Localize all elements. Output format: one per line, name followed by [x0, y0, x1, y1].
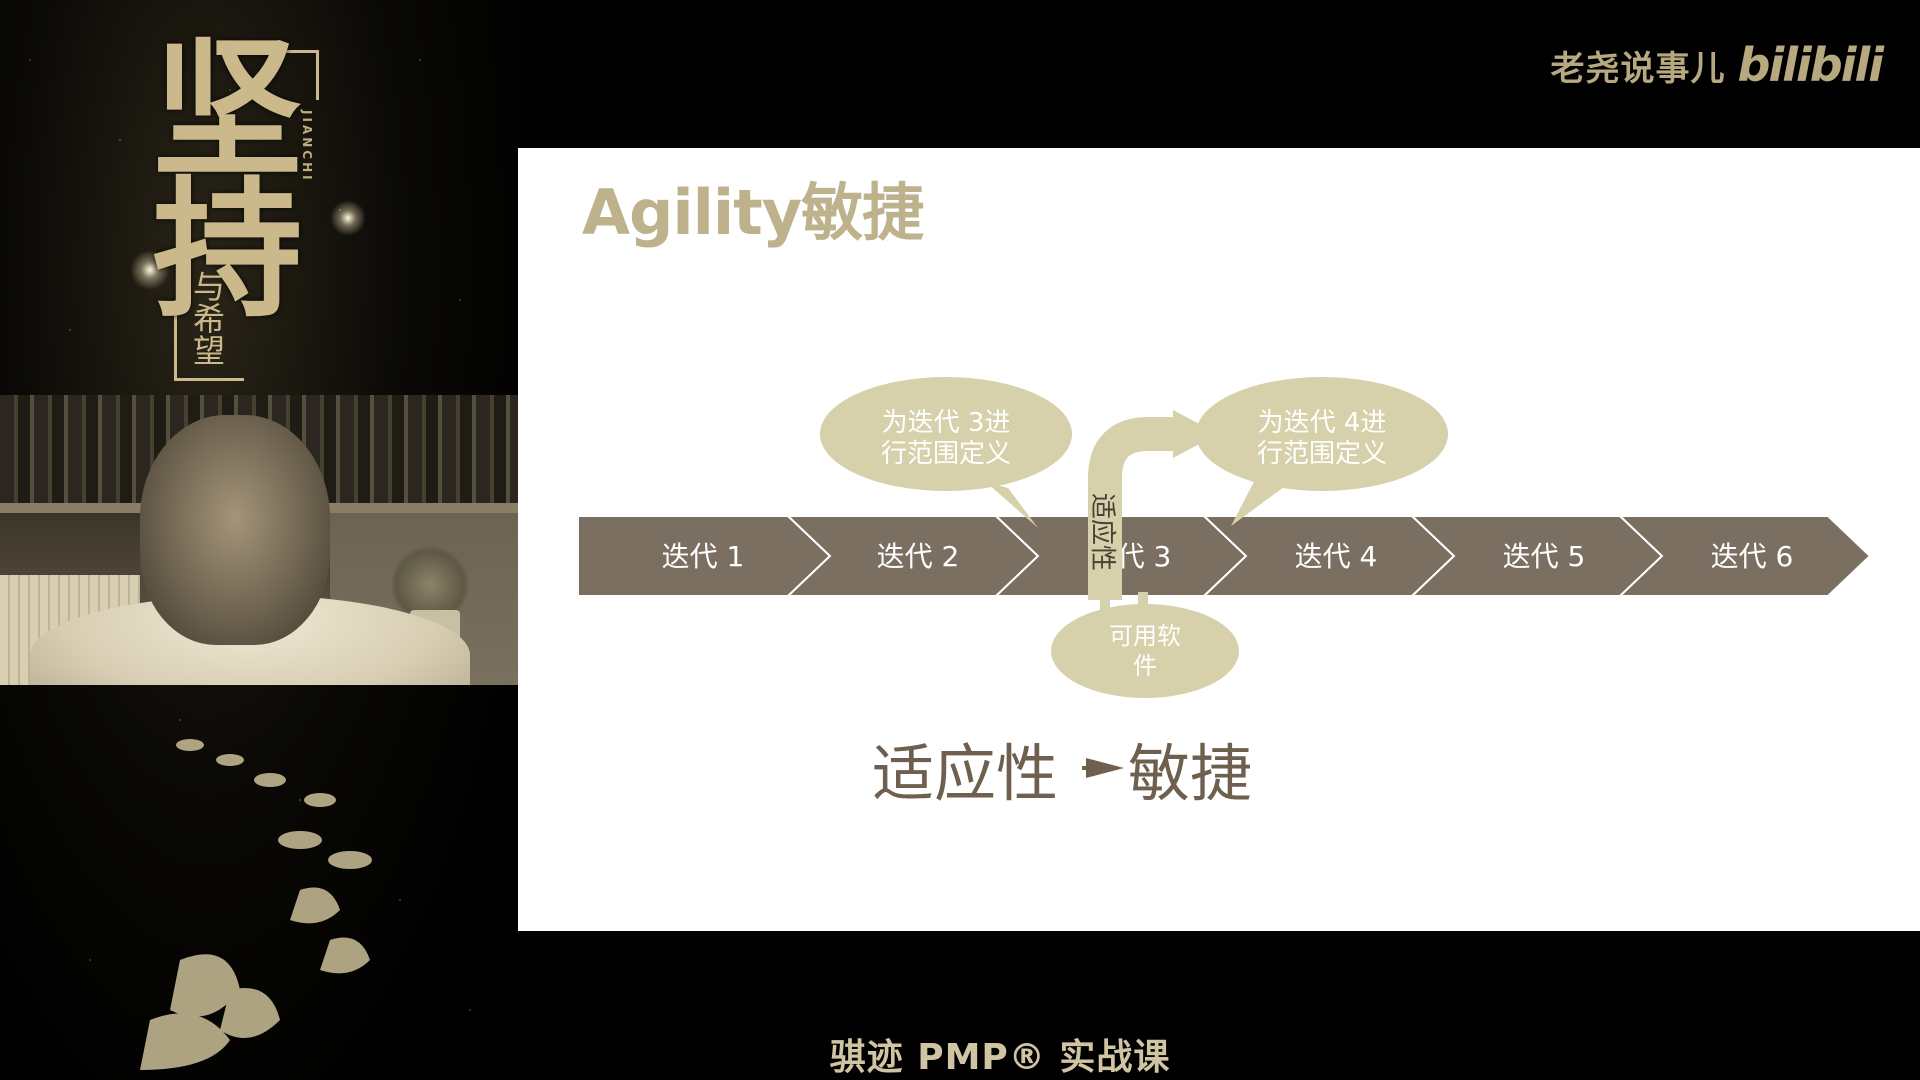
channel-watermark: 老尧说事儿 bilibili [1550, 38, 1884, 92]
iteration-diagram: 迭代 1 迭代 2 迭代 3 迭代 4 迭代 5 迭代 6 适应性 为迭代 3进… [577, 377, 1872, 698]
callout-line: 为迭代 3进 [882, 408, 1011, 438]
poster-title: 坚持 [127, 30, 303, 310]
star-glow [330, 200, 366, 236]
course-title: 骐迹 PMP® 实战课 [829, 1037, 1171, 1078]
iteration-chevron [1617, 515, 1872, 597]
iteration-label: 迭代 4 [1295, 540, 1378, 573]
iteration-chevrons [577, 515, 1872, 597]
presentation-slide: Agility敏捷 迭代 1 迭代 2 迭代 3 迭代 4 迭代 5 迭代 6 [518, 148, 1920, 931]
iteration-label: 迭代 6 [1711, 540, 1794, 573]
callout-iteration-3: 为迭代 3进 行范围定义 [820, 377, 1072, 528]
iteration-label: 迭代 2 [877, 540, 960, 573]
iteration-label: 迭代 5 [1503, 540, 1586, 573]
callout-usable-software: 可用软 件 [1051, 604, 1239, 698]
footprints-graphic [140, 739, 372, 1070]
caption-left: 适应性 [872, 737, 1059, 810]
poster-subtitle: 与希望 [188, 270, 226, 366]
callout-iteration-4: 为迭代 4进 行范围定义 [1196, 377, 1448, 526]
callout-line: 可用软 [1109, 622, 1181, 650]
poster-bracket [174, 300, 177, 380]
callout-line: 行范围定义 [881, 439, 1011, 469]
slide-title: Agility敏捷 [582, 176, 924, 249]
arrow-right-icon [1082, 758, 1125, 778]
callout-line: 行范围定义 [1257, 439, 1387, 469]
poster-bracket [316, 50, 319, 100]
feedback-label: 适应性 [1087, 493, 1117, 571]
bilibili-logo-icon: bilibili [1737, 38, 1884, 92]
caption-right: 敏捷 [1128, 737, 1253, 810]
poster-bracket [256, 50, 318, 53]
webcam-feed [0, 395, 518, 685]
slide-caption: 适应性 敏捷 [872, 723, 1252, 813]
channel-name: 老尧说事儿 [1550, 48, 1726, 89]
presenter-head [140, 415, 330, 645]
callout-line: 为迭代 4进 [1258, 408, 1387, 438]
poster-pinyin: JIANCHI [300, 110, 314, 183]
poster-bracket [174, 378, 244, 381]
iteration-label: 迭代 1 [662, 540, 745, 573]
callout-line: 件 [1133, 652, 1157, 680]
star-glow [130, 250, 170, 290]
feedback-arrow: 适应性 [1087, 410, 1218, 623]
